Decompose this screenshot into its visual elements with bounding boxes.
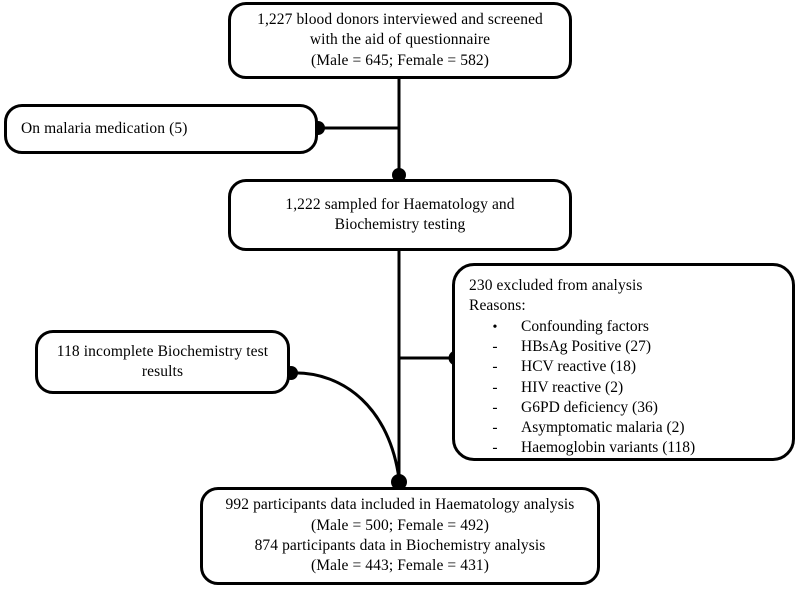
junction-dot-final-top [391,474,407,490]
excluded-box: 230 excluded from analysis Reasons: • Co… [452,263,795,461]
dash-icon: - [492,398,498,416]
incomplete-line-2: results [141,363,184,380]
screened-line-1: 1,227 blood donors interviewed and scree… [257,10,543,28]
junction-dot-sampled-top [392,168,406,182]
sampled-box: 1,222 sampled for Haematology and Bioche… [228,179,572,251]
list-item: - HIV reactive (2) [469,378,778,398]
screened-line-3: (Male = 645; Female = 582) [310,51,490,69]
incomplete-line-1: 118 incomplete Biochemistry test [56,342,269,360]
dash-icon: - [492,358,498,376]
dash-icon: - [492,418,498,436]
reason-text: HBsAg Positive (27) [521,338,652,356]
reason-text: HCV reactive (18) [521,358,637,376]
list-item: - Haemoglobin variants (118) [469,438,778,458]
curve-incomplete-to-final [290,371,401,480]
final-line-2: (Male = 500; Female = 492) [310,516,490,534]
final-line-3: 874 participants data in Biochemistry an… [254,537,546,554]
malaria-line-1: On malaria medication (5) [21,119,188,137]
reason-text: Confounding factors [521,318,649,336]
screened-box: 1,227 blood donors interviewed and scree… [228,2,572,79]
incomplete-biochemistry-box: 118 incomplete Biochemistry test results [35,330,290,394]
reason-text: Asymptomatic malaria (2) [521,418,685,436]
final-line-4: (Male = 443; Female = 431) [310,557,490,575]
sampled-line-1: 1,222 sampled for Haematology and [285,195,515,213]
bullet-icon: • [492,320,498,336]
reason-text: G6PD deficiency (36) [521,398,658,416]
screened-line-2: with the aid of questionnaire [309,31,491,49]
excluded-heading-line-2: Reasons: [469,296,526,314]
excluded-heading: 230 excluded from analysis Reasons: [469,276,778,315]
excluded-heading-line-1: 230 excluded from analysis [469,277,643,294]
list-item: - HBsAg Positive (27) [469,337,778,357]
malaria-medication-box: On malaria medication (5) [4,104,318,154]
sampled-line-2: Biochemistry testing [334,216,466,233]
reason-text: Haemoglobin variants (118) [521,438,696,456]
dash-icon: - [492,378,498,396]
dash-icon: - [492,438,498,456]
final-analysis-box: 992 participants data included in Haemat… [200,487,600,585]
list-item: - G6PD deficiency (36) [469,398,778,418]
dash-icon: - [492,338,498,356]
list-item: - Asymptomatic malaria (2) [469,418,778,438]
excluded-reasons-list: • Confounding factors - HBsAg Positive (… [469,317,778,458]
final-line-1: 992 participants data included in Haemat… [225,496,575,514]
reason-text: HIV reactive (2) [521,378,624,396]
list-item: - HCV reactive (18) [469,357,778,377]
list-item: • Confounding factors [469,317,778,337]
